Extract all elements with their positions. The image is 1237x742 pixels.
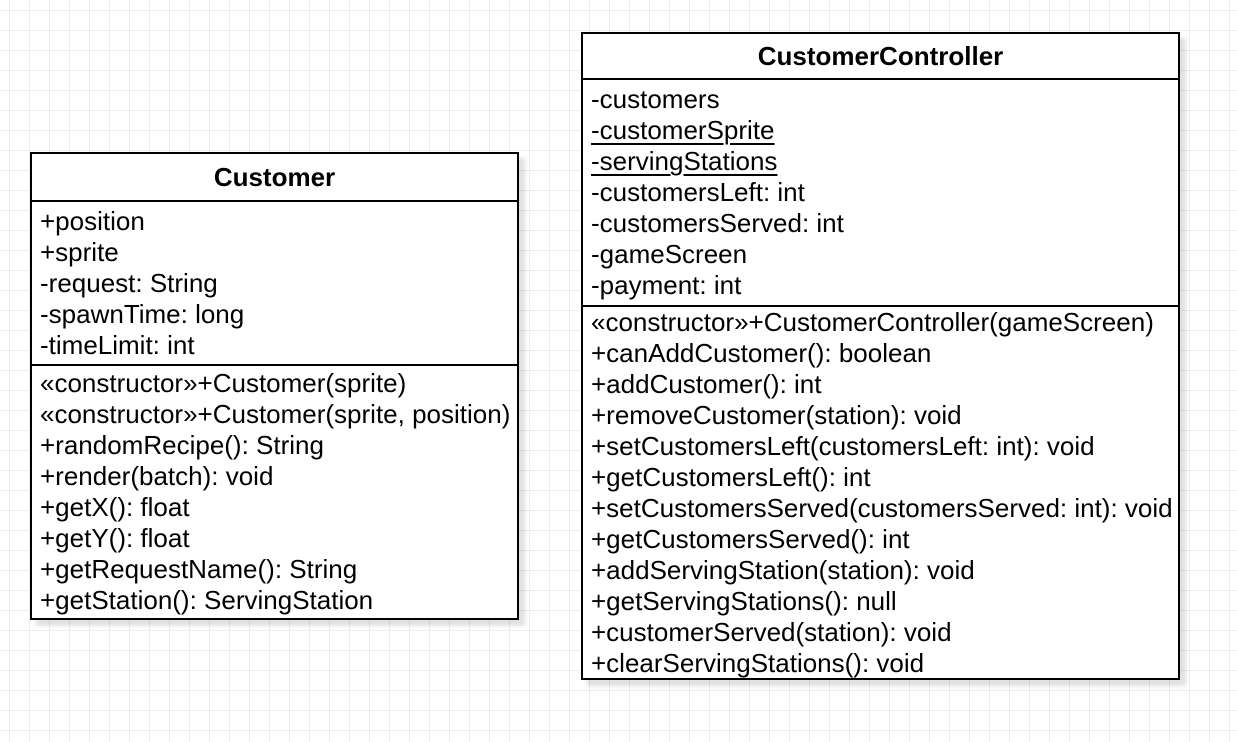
- uml-member-row: +addServingStation(station): void: [591, 554, 975, 585]
- uml-member-row: -gameScreen: [591, 239, 748, 269]
- class-title-customer: Customer: [32, 154, 517, 202]
- uml-member-row: «constructor»+Customer(sprite, position): [40, 399, 511, 429]
- uml-member-row: -request: String: [40, 267, 218, 298]
- uml-member-row: «constructor»+CustomerController(gameScr…: [591, 307, 1154, 337]
- class-title-customercontroller: CustomerController: [583, 34, 1178, 80]
- uml-member-row: +removeCustomer(station): void: [591, 399, 962, 430]
- uml-member-row: +getRequestName(): String: [40, 554, 358, 584]
- uml-member-row: -customersServed: int: [591, 208, 844, 238]
- uml-member-row: -customers: [591, 84, 720, 114]
- uml-member-row: +getServingStations(): null: [591, 585, 897, 616]
- uml-member-row: +setCustomersServed(customersServed: int…: [591, 492, 1173, 523]
- uml-member-row: +getCustomersLeft(): int: [591, 461, 871, 492]
- customercontroller-methods-section: «constructor»+CustomerController(gameScr…: [583, 307, 1178, 678]
- uml-member-row: -customerSprite: [591, 115, 775, 145]
- uml-member-row: +randomRecipe(): String: [40, 430, 324, 460]
- uml-member-row: -timeLimit: int: [40, 329, 195, 360]
- uml-member-row: +addCustomer(): int: [591, 368, 822, 399]
- uml-member-row: -customersLeft: int: [591, 177, 805, 207]
- uml-member-row: +getStation(): ServingStation: [40, 585, 374, 615]
- uml-member-row: +getCustomersServed(): int: [591, 523, 910, 554]
- uml-member-row: +setCustomersLeft(customersLeft: int): v…: [591, 430, 1095, 461]
- customer-methods-section: «constructor»+Customer(sprite)«construct…: [32, 366, 517, 618]
- customer-attributes-section: +position+sprite-request: String-spawnTi…: [32, 202, 517, 366]
- customercontroller-attributes-section: -customers-customerSprite-servingStation…: [583, 80, 1178, 307]
- uml-class-customer[interactable]: Customer +position+sprite-request: Strin…: [30, 152, 519, 620]
- uml-member-row: +getX(): float: [40, 492, 190, 522]
- uml-member-row: +canAddCustomer(): boolean: [591, 337, 932, 368]
- uml-member-row: +customerServed(station): void: [591, 616, 952, 647]
- uml-member-row: +getY(): float: [40, 523, 190, 553]
- uml-member-row: +position: [40, 205, 145, 236]
- uml-member-row: +clearServingStations(): void: [591, 647, 925, 678]
- uml-member-row: -spawnTime: long: [40, 298, 245, 329]
- uml-class-customercontroller[interactable]: CustomerController -customers-customerSp…: [581, 32, 1180, 680]
- uml-member-row: +render(batch): void: [40, 461, 274, 491]
- uml-member-row: «constructor»+Customer(sprite): [40, 368, 407, 398]
- uml-member-row: +sprite: [40, 236, 119, 267]
- uml-member-row: -servingStations: [591, 146, 778, 176]
- uml-member-row: -payment: int: [591, 270, 742, 300]
